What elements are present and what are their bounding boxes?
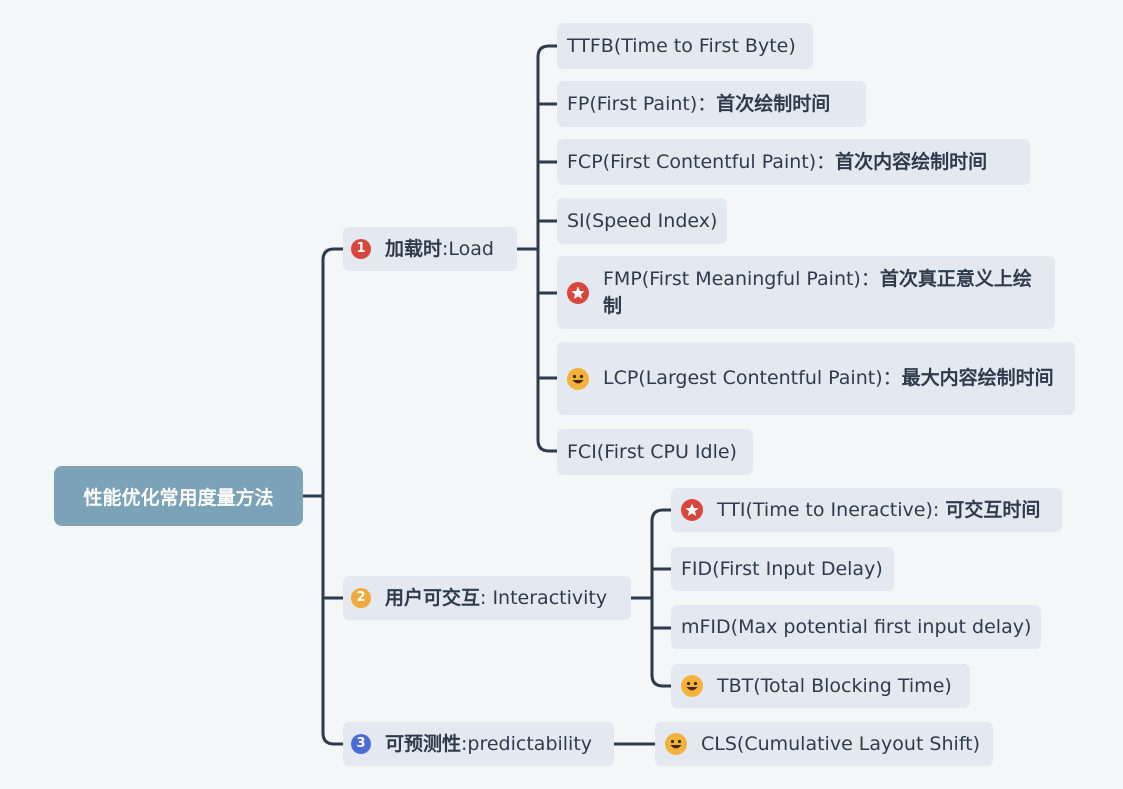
number-badge-icon: 1 — [351, 239, 371, 259]
number-badge-icon: 2 — [351, 588, 371, 608]
leaf-label: FCP(First Contentful Paint)： — [567, 150, 836, 173]
branch-interactivity[interactable]: 2 用户可交互: Interactivity — [343, 576, 631, 620]
leaf-label: mFID(Max potential first input delay) — [681, 615, 1032, 638]
leaf-label: TBT(Total Blocking Time) — [717, 674, 952, 697]
smile-icon — [665, 733, 687, 755]
number-badge-icon: 3 — [351, 734, 371, 754]
star-icon — [567, 281, 589, 304]
leaf-label: FID(First Input Delay) — [681, 557, 883, 580]
root-node[interactable]: 性能优化常用度量方法 — [54, 466, 303, 526]
leaf-label: SI(Speed Index) — [567, 209, 718, 232]
leaf-fcp[interactable]: FCP(First Contentful Paint)：首次内容绘制时间 — [557, 139, 1030, 185]
branch-label: 用户可交互 — [385, 586, 481, 609]
leaf-fp[interactable]: FP(First Paint)：首次绘制时间 — [557, 81, 866, 127]
leaf-ttfb[interactable]: TTFB(Time to First Byte) — [557, 23, 813, 69]
leaf-label: TTI(Time to Ineractive): — [717, 498, 940, 521]
leaf-label: FMP(First Meaningful Paint)： — [603, 267, 880, 290]
leaf-label-zh: 首次真正意义上绘制 — [603, 267, 1032, 317]
leaf-label: LCP(Largest Contentful Paint)： — [603, 367, 902, 389]
branch-predictability[interactable]: 3 可预测性:predictability — [343, 722, 614, 766]
leaf-lcp[interactable]: LCP(Largest Contentful Paint)：最大内容绘制时间 — [557, 342, 1075, 415]
leaf-tti[interactable]: TTI(Time to Ineractive): 可交互时间 — [671, 488, 1062, 532]
leaf-si[interactable]: SI(Speed Index) — [557, 198, 727, 244]
smile-icon — [681, 675, 703, 697]
leaf-tbt[interactable]: TBT(Total Blocking Time) — [671, 664, 970, 708]
smile-icon — [567, 367, 589, 390]
branch-label-en: :Load — [442, 237, 494, 260]
branch-label-en: : Interactivity — [480, 586, 608, 609]
leaf-label: CLS(Cumulative Layout Shift) — [701, 732, 981, 755]
leaf-mfid[interactable]: mFID(Max potential first input delay) — [671, 605, 1041, 649]
branch-label-en: :predictability — [461, 732, 593, 755]
leaf-fci[interactable]: FCI(First CPU Idle) — [557, 429, 753, 475]
leaf-label-zh: 首次绘制时间 — [716, 92, 831, 115]
star-icon — [681, 499, 703, 521]
leaf-label-zh: 首次内容绘制时间 — [835, 150, 988, 173]
leaf-cls[interactable]: CLS(Cumulative Layout Shift) — [655, 722, 993, 766]
branch-label: 可预测性 — [385, 732, 462, 755]
leaf-label-zh: 最大内容绘制时间 — [901, 367, 1054, 389]
leaf-label: FCI(First CPU Idle) — [567, 440, 737, 463]
leaf-fid[interactable]: FID(First Input Delay) — [671, 547, 894, 591]
leaf-label: TTFB(Time to First Byte) — [567, 34, 796, 57]
leaf-label-zh: 可交互时间 — [945, 498, 1041, 521]
leaf-fmp[interactable]: FMP(First Meaningful Paint)：首次真正意义上绘制 — [557, 256, 1055, 329]
leaf-label: FP(First Paint)： — [567, 92, 717, 115]
branch-load[interactable]: 1 加载时:Load — [343, 227, 517, 271]
root-label: 性能优化常用度量方法 — [83, 486, 274, 509]
branch-label: 加载时 — [385, 237, 443, 260]
